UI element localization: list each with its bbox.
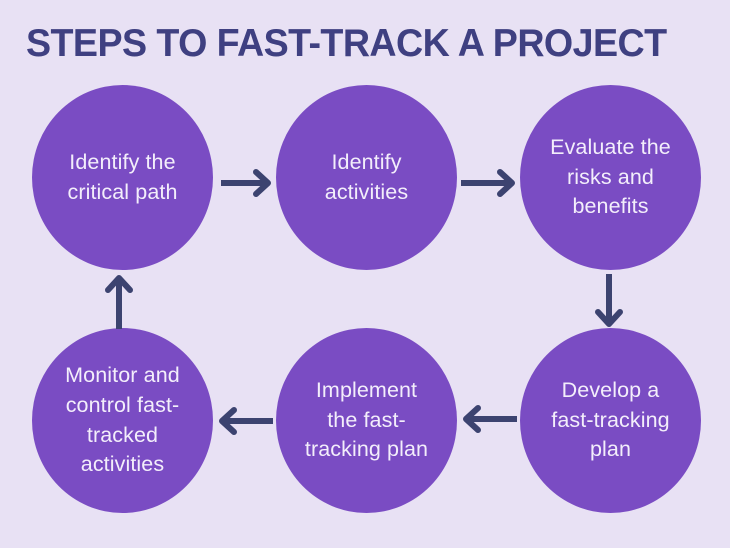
page-title: STEPS TO FAST-TRACK A PROJECT	[26, 22, 667, 65]
node-label: Evaluate the risks and benefits	[550, 135, 671, 219]
node-label: Monitor and control fast- tracked activi…	[65, 363, 180, 477]
arrow-up-icon	[105, 275, 133, 329]
process-node-implement-fast-tracking-plan[interactable]: Implement the fast- tracking plan	[276, 328, 457, 513]
arrow-left-icon	[219, 407, 273, 435]
process-node-identify-activities[interactable]: Identify activities	[276, 85, 457, 270]
node-label: Implement the fast- tracking plan	[304, 378, 429, 462]
process-node-identify-critical-path[interactable]: Identify the critical path	[32, 85, 213, 270]
arrow-down-icon	[595, 274, 623, 327]
process-node-monitor-control-activities[interactable]: Monitor and control fast- tracked activi…	[32, 328, 213, 513]
node-label: Develop a fast-tracking plan	[551, 378, 670, 462]
arrow-right-icon	[221, 169, 271, 197]
process-node-develop-fast-tracking-plan[interactable]: Develop a fast-tracking plan	[520, 328, 701, 513]
arrow-right-icon	[461, 169, 515, 197]
node-label: Identify the critical path	[67, 149, 178, 204]
arrow-left-icon	[463, 405, 517, 433]
process-node-evaluate-risks-benefits[interactable]: Evaluate the risks and benefits	[520, 85, 701, 270]
node-label: Identify activities	[324, 149, 409, 204]
